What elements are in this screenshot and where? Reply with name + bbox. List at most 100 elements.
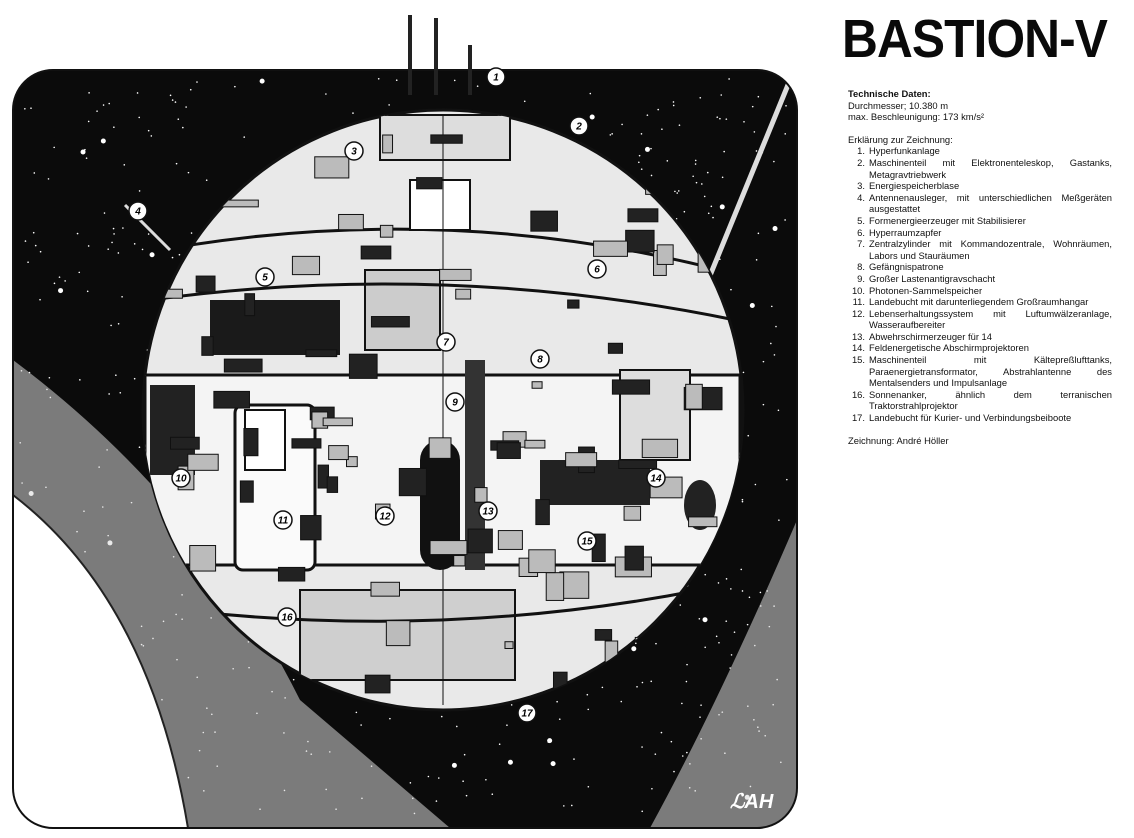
star (491, 793, 494, 796)
star (33, 172, 36, 174)
star (150, 135, 153, 137)
star (84, 148, 86, 151)
machinery-detail (528, 549, 556, 574)
star (377, 78, 380, 80)
star (108, 102, 111, 105)
star (108, 393, 110, 395)
machinery-detail (291, 438, 322, 449)
callout-marker-11: 11 (273, 510, 293, 530)
machinery-detail (243, 428, 259, 457)
star (638, 154, 641, 157)
machinery-detail (618, 459, 658, 469)
star (754, 483, 757, 486)
star (725, 578, 728, 580)
callout-marker-6: 6 (587, 259, 607, 279)
machinery-detail (453, 555, 466, 567)
star (654, 753, 657, 755)
legend-item-number: 14. (851, 342, 865, 354)
star (437, 777, 440, 779)
star (640, 168, 643, 170)
machinery-detail (189, 545, 217, 572)
callout-circle (255, 267, 275, 287)
machinery-detail (328, 445, 349, 461)
machinery-detail (455, 288, 472, 300)
machinery-detail (656, 244, 674, 265)
star (47, 178, 50, 180)
star (133, 243, 136, 245)
callout-number: 8 (537, 355, 543, 366)
star (498, 743, 501, 745)
star (189, 88, 192, 91)
star (123, 164, 126, 166)
machinery-detail (531, 381, 543, 389)
legend-item-number: 13. (851, 330, 865, 342)
planet (13, 492, 190, 828)
machinery-detail (504, 641, 514, 649)
star (747, 434, 750, 437)
callout-marker-16: 16 (277, 607, 297, 627)
star (259, 78, 265, 84)
star (717, 582, 720, 584)
star (666, 160, 669, 162)
star (147, 129, 150, 132)
machinery-detail (497, 530, 523, 550)
star (706, 171, 709, 174)
machinery-detail (430, 134, 463, 144)
star (115, 374, 117, 377)
star (117, 252, 120, 254)
star (586, 693, 589, 696)
star (641, 810, 644, 813)
machinery-detail (379, 224, 394, 238)
nebula-band (13, 360, 797, 828)
star (80, 149, 86, 155)
machinery-detail (524, 439, 546, 449)
machinery-detail (187, 453, 219, 471)
star (103, 212, 106, 214)
star (710, 205, 713, 208)
star (27, 261, 29, 264)
legend-item-number: 12. (851, 307, 865, 319)
callout-marker-12: 12 (375, 506, 395, 526)
legend-item-text: Maschinenteil mit Elektronenteleskop, Ga… (869, 156, 1112, 180)
callout-circle (569, 116, 589, 136)
star (427, 775, 430, 778)
star (48, 376, 51, 379)
machinery-detail (567, 299, 580, 309)
machinery-detail (364, 674, 391, 694)
callout-marker-1: 1 (486, 67, 506, 87)
callout-circle (277, 607, 297, 627)
star (171, 99, 174, 101)
star (547, 741, 550, 743)
machinery-detail (300, 515, 322, 541)
star (636, 685, 638, 688)
star (360, 724, 362, 726)
star (698, 617, 701, 620)
star (587, 785, 590, 788)
legend-item-number: 3. (857, 180, 865, 192)
star (389, 717, 391, 720)
star (440, 715, 443, 718)
callout-circle (128, 201, 148, 221)
star (673, 770, 675, 773)
machinery-detail (305, 349, 338, 358)
star (190, 232, 193, 234)
star (463, 753, 466, 756)
star (32, 231, 35, 234)
machinery-detail (624, 545, 644, 571)
machinery-detail (322, 417, 353, 427)
machinery-detail (496, 442, 521, 459)
star (102, 104, 105, 106)
callout-circle (436, 332, 456, 352)
callout-circle (530, 349, 550, 369)
star (465, 794, 468, 797)
star (704, 573, 707, 576)
star (638, 161, 640, 164)
callout-marker-8: 8 (530, 349, 550, 369)
star (657, 108, 659, 111)
legend-item: 6.Hyperraumzapfer (848, 227, 1112, 239)
machinery-detail (223, 358, 263, 373)
legend-item-number: 16. (851, 388, 865, 400)
machinery-detail (398, 467, 427, 497)
star (699, 716, 701, 718)
